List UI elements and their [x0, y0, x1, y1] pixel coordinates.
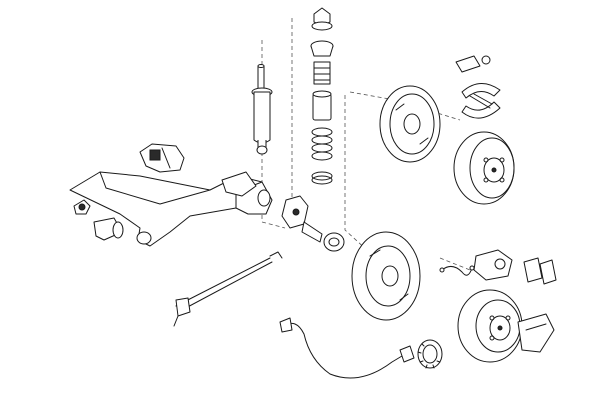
brake-drum — [453, 131, 515, 205]
rear-axle-beam — [69, 171, 273, 247]
brake-caliper — [473, 249, 555, 353]
coil-spring — [311, 127, 333, 185]
brake-shoes — [461, 83, 501, 119]
mount-bracket — [139, 143, 185, 173]
brake-hose — [439, 265, 475, 276]
abs-sensor — [279, 317, 415, 379]
assembly-guide-lines — [261, 18, 471, 271]
wheel-cylinder — [455, 55, 491, 73]
shock-absorber — [251, 64, 273, 155]
handbrake-cable — [173, 251, 283, 327]
brake-backing-plate — [379, 85, 441, 163]
disc-backing-plate — [351, 231, 421, 321]
abs-ring — [417, 339, 443, 369]
bushing — [73, 199, 124, 241]
brake-disc — [457, 289, 523, 363]
brake-pads — [523, 257, 557, 285]
top-mount-stack — [310, 7, 334, 121]
wheel-hub-stub — [281, 195, 345, 252]
